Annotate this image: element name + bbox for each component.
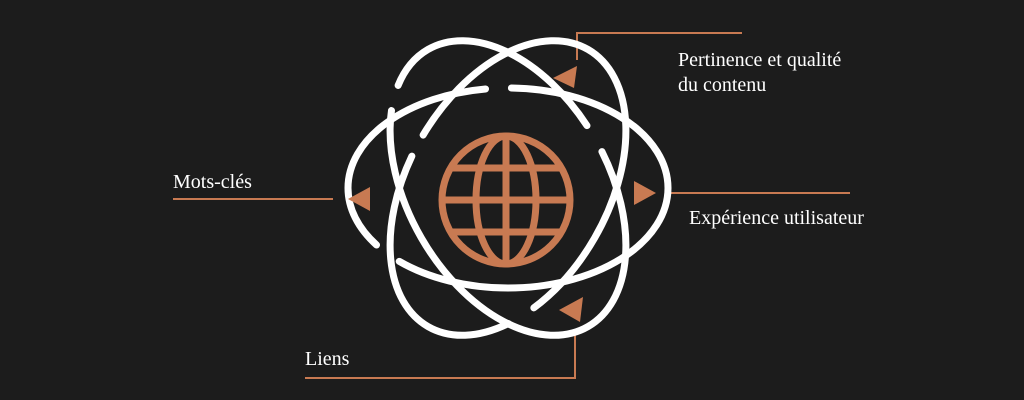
- label-content-quality-line1: Pertinence et qualité: [678, 49, 842, 71]
- label-links: Liens: [305, 348, 350, 370]
- label-user-experience: Expérience utilisateur: [689, 207, 864, 229]
- orbits: [344, 37, 672, 339]
- arrow-quality-icon: [553, 66, 577, 88]
- orbit-ring-3: [386, 37, 630, 339]
- orbit-ring-1: [344, 84, 672, 292]
- label-content-quality: Pertinence et qualité du contenu: [678, 48, 841, 98]
- label-keywords: Mots-clés: [173, 171, 252, 193]
- arrow-links-icon: [559, 297, 583, 322]
- callout-line-links: [305, 332, 576, 379]
- orbit-ring-2: [386, 37, 630, 339]
- label-content-quality-line2: du contenu: [678, 74, 767, 96]
- arrow-ux-icon: [634, 181, 656, 205]
- orbit-arrows: [348, 66, 656, 322]
- callout-line-quality: [576, 32, 742, 60]
- arrow-keywords-icon: [348, 187, 370, 211]
- globe-icon: [438, 132, 574, 268]
